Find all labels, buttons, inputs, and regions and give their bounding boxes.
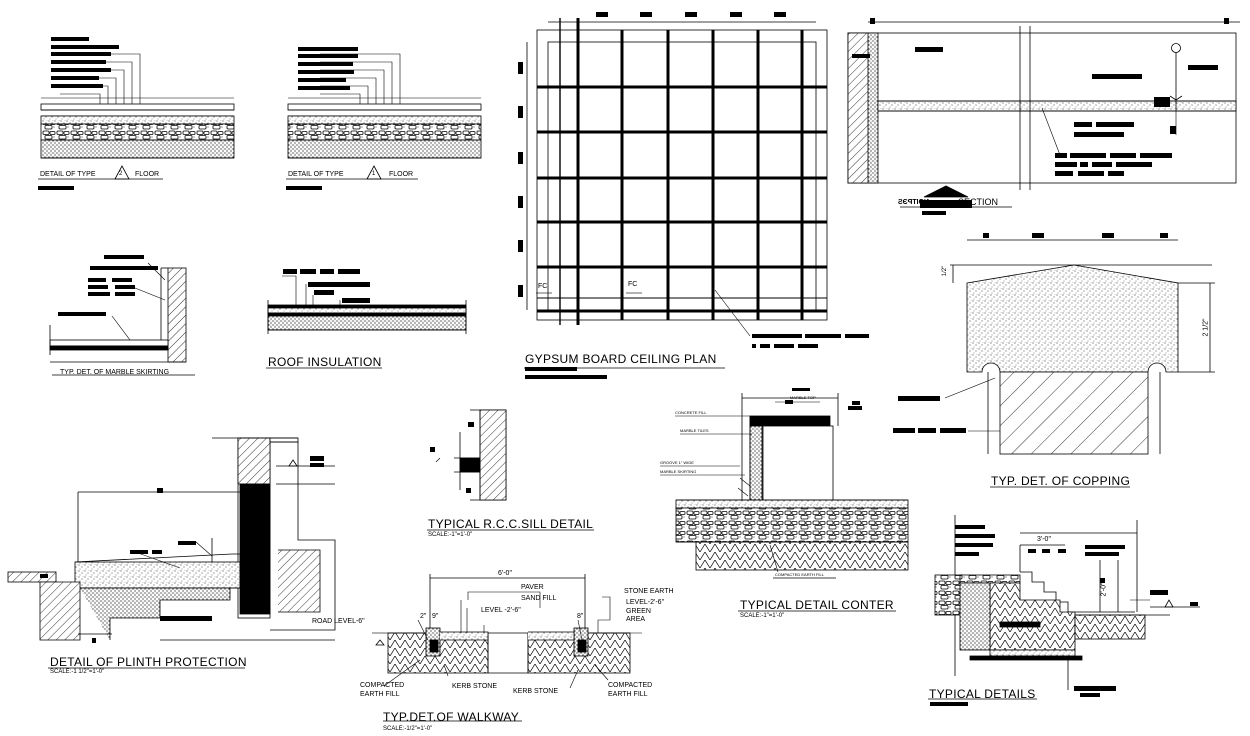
floor-detail-type-1 — [286, 47, 482, 190]
walkway-detail — [372, 574, 642, 722]
walkway-kerb-stone-right: KERB STONE — [513, 688, 558, 695]
plinth-title: DETAIL OF PLINTH PROTECTION — [50, 655, 247, 669]
counter-note-marble-top: MARBLE TOP — [790, 395, 816, 400]
walkway-compacted-left-2: EARTH FILL — [360, 691, 400, 698]
copping-top-dim: 1/2" — [942, 265, 949, 277]
counter-detail — [660, 388, 909, 612]
floor1-suffix: FLOOR — [389, 171, 414, 178]
walkway-level-label: LEVEL -2'-6" — [481, 607, 521, 614]
walkway-sand-label: SAND FILL — [521, 595, 557, 602]
sill-scale: SCALE:-1"=1'-0" — [428, 532, 473, 538]
walkway-area: AREA — [626, 616, 646, 623]
walkway-compacted-left-1: COMPACTED — [360, 682, 405, 689]
floor-detail-type-2 — [38, 37, 235, 190]
typical-dim-height: 2'-0" — [1100, 582, 1108, 597]
ceiling-plan — [518, 12, 869, 379]
walkway-kerb-stone-left: KERB STONE — [452, 683, 497, 690]
walkway-stone-earth: STONE EARTH — [624, 588, 674, 595]
ceiling-plan-title: GYPSUM BOARD CEILING PLAN — [525, 352, 717, 366]
counter-note-skirting: MARBLE SKIRTING — [660, 469, 697, 474]
plinth-protection-detail — [7, 437, 336, 669]
section-mirrored-label: NOITPЭS — [898, 199, 930, 206]
counter-note-concrete-fill: CONCRETE FILL — [675, 410, 707, 415]
walkway-road-level: ROAD LEVEL-6" — [312, 618, 365, 625]
counter-note-marble-tiles: MARBLE TILES — [680, 428, 709, 433]
copping-title: TYP. DET. OF COPPING — [991, 474, 1131, 488]
walkway-paver-label: PAVER — [521, 584, 544, 591]
copping-height-dim: 2 1/2" — [1202, 318, 1210, 337]
ceiling-fc-tag-1: FC — [538, 283, 548, 290]
marble-skirting-detail — [49, 255, 195, 376]
counter-note-earth-fill: COMPACTED EARTH FILL — [775, 572, 824, 577]
walkway-dim-2: 2" — [420, 613, 427, 620]
roof-insulation-title: ROOF INSULATION — [268, 355, 382, 369]
walkway-dim-9: 9" — [432, 613, 439, 620]
walkway-compacted-right-2: EARTH FILL — [608, 691, 648, 698]
walkway-dim-8: 8" — [577, 613, 584, 620]
plinth-scale: SCALE:-1 1/2"=1'-0" — [50, 669, 105, 675]
section-title: SECTION — [958, 197, 999, 207]
floor2-title: DETAIL OF TYPE — [40, 171, 96, 178]
wall-section — [847, 18, 1240, 215]
skirting-title: TYP. DET. OF MARBLE SKIRTING — [60, 369, 170, 376]
rcc-sill-detail — [427, 409, 594, 531]
sill-title: TYPICAL R.C.C.SILL DETAIL — [428, 517, 594, 531]
roof-insulation-detail — [266, 269, 467, 369]
typical-details-title: TYPICAL DETAILS — [929, 687, 1036, 701]
floor2-type-number: 2 — [119, 171, 123, 177]
walkway-title: TYP.DET.OF WALKWAY — [383, 710, 520, 724]
counter-title: TYPICAL DETAIL CONTER — [740, 598, 894, 612]
walkway-level-2: LEVEL-2'-6" — [626, 599, 665, 606]
floor1-type-number: 1 — [372, 171, 376, 177]
typical-dim-width: 3'-0" — [1037, 536, 1051, 543]
typical-details — [928, 515, 1200, 706]
walkway-green: GREEN — [626, 608, 651, 615]
walkway-scale: SCALE:-1/2"=1'-0" — [383, 726, 433, 732]
copping-detail — [893, 233, 1215, 488]
floor1-title: DETAIL OF TYPE — [288, 171, 344, 178]
floor2-suffix: FLOOR — [135, 171, 160, 178]
walkway-compacted-right-1: COMPACTED — [608, 682, 653, 689]
counter-note-groove: GROOVE 1" WIDE — [660, 460, 694, 465]
counter-scale: SCALE:-1"=1'-0" — [740, 613, 785, 619]
ceiling-fc-tag-2: FC — [628, 281, 638, 288]
walkway-width-dim: 6'-0" — [498, 570, 512, 577]
